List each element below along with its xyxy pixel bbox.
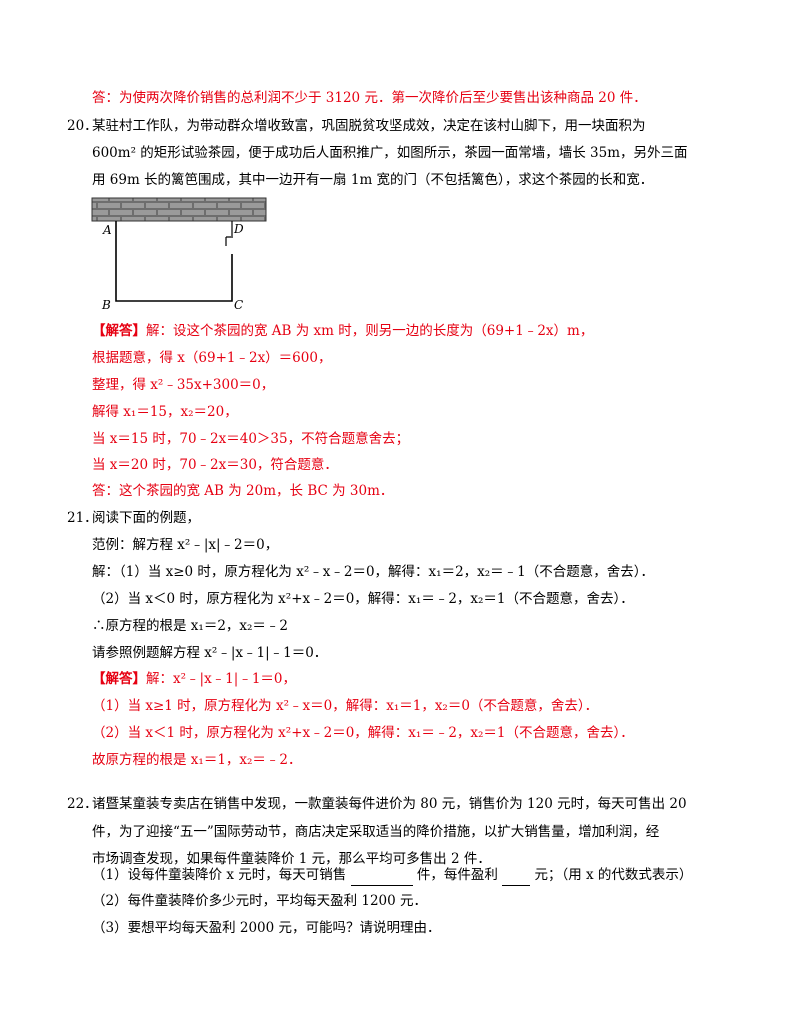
q20-answer-line-2: 根据题意，得 x（69+1﹣2x）＝600，: [92, 350, 332, 366]
q20-line-3: 用 69m 长的篱笆围成，其中一边开有一扇 1m 宽的门（不包括篱色），求这个茶…: [92, 172, 654, 188]
q21-answer-line-2: （1）当 x≥1 时，原方程化为 x²﹣x＝0，解得：x₁＝1，x₂＝0（不合题…: [92, 698, 599, 714]
label-d: D: [233, 222, 244, 236]
q20-answer-line-1: 【解答】解：设这个茶园的宽 AB 为 xm 时，则另一边的长度为（69+1﹣2x…: [92, 323, 594, 339]
door: [225, 221, 233, 246]
q21-line-6: 请参照例题解方程 x²﹣|x﹣1|﹣1＝0．: [92, 645, 328, 661]
q20-answer-line-4: 解得 x₁＝15，x₂＝20，: [92, 404, 238, 420]
q19-answer: 答：为使两次降价销售的总利润不少于 3120 元．第一次降价后至少要售出该种商品…: [92, 90, 647, 106]
q20-number: 20．: [67, 118, 98, 134]
label-a: A: [102, 223, 112, 237]
q22-line-3: 市场调查发现，如果每件童装降价 1 元，那么平均可多售出 2 件．: [92, 851, 491, 867]
label-c: C: [234, 298, 243, 312]
label-b: B: [101, 298, 111, 312]
q20-answer-line-6: 当 x＝20 时，70﹣2x＝30，符合题意．: [92, 457, 338, 473]
q21-line-3: 解：（1）当 x≥0 时，原方程化为 x²﹣x﹣2＝0，解得：x₁＝2，x₂＝﹣…: [92, 564, 655, 580]
q21-line-2: 范例：解方程 x²﹣|x|﹣2＝0，: [92, 537, 279, 553]
q21-answer-line-3: （2）当 x＜1 时，原方程化为 x²+x﹣2＝0，解得：x₁＝﹣2，x₂＝1（…: [92, 725, 634, 741]
q20-line-2: 600m² 的矩形试验茶园，便于成功后人面积推广，如图所示，茶园一面常墙，墙长 …: [92, 145, 688, 161]
q22-number: 22．: [67, 796, 98, 812]
wall: [91, 197, 267, 222]
q21-number: 21．: [67, 510, 98, 526]
q21-line-1: 阅读下面的例题，: [92, 510, 200, 526]
q20-line-1: 某驻村工作队，为带动群众增收致富，巩固脱贫攻坚成效，决定在该村山脚下，用一块面积…: [92, 118, 646, 134]
blank-profit-per-item[interactable]: [502, 865, 531, 886]
q20-answer-line-7: 答：这个茶园的宽 AB 为 20m，长 BC 为 30m．: [92, 483, 394, 499]
q21-answer-line-1: 【解答】解：x²﹣|x﹣1|﹣1＝0，: [92, 671, 297, 687]
q20-answer-line-3: 整理，得 x²﹣35x+300＝0，: [92, 377, 275, 393]
q20-figure: A D B C: [91, 197, 267, 312]
q22-line-1: 诸暨某童装专卖店在销售中发现，一款童装每件进价为 80 元，销售价为 120 元…: [92, 796, 687, 812]
q21-line-4: （2）当 x＜0 时，原方程化为 x²+x﹣2＝0，解得：x₁＝﹣2，x₂＝1（…: [92, 591, 634, 607]
q21-line-5: ∴原方程的根是 x₁＝2，x₂＝﹣2: [92, 618, 289, 634]
answer-tag: 【解答】: [92, 323, 146, 339]
q21-answer-line-4: 故原方程的根是 x₁＝1，x₂＝﹣2．: [92, 752, 302, 768]
fence: [115, 221, 233, 302]
q22-sub-2: （2）每件童装降价多少元时，平均每天盈利 1200 元．: [92, 893, 428, 909]
blank-sales-count[interactable]: [350, 865, 413, 886]
q22-sub-3: （3）要想平均每天盈利 2000 元，可能吗？请说明理由．: [92, 920, 441, 936]
answer-tag: 【解答】: [92, 671, 146, 687]
q20-answer-line-5: 当 x＝15 时，70﹣2x＝40＞35，不符合题意舍去；: [92, 431, 410, 447]
q22-line-2: 件，为了迎接“五一”国际劳动节，商店决定采取适当的降价措施，以扩大销售量，增加利…: [92, 824, 660, 840]
q22-sub-1: （1）设每件童装降价 x 元时，每天可销售 件，每件盈利 元；（用 x 的代数式…: [92, 865, 692, 886]
